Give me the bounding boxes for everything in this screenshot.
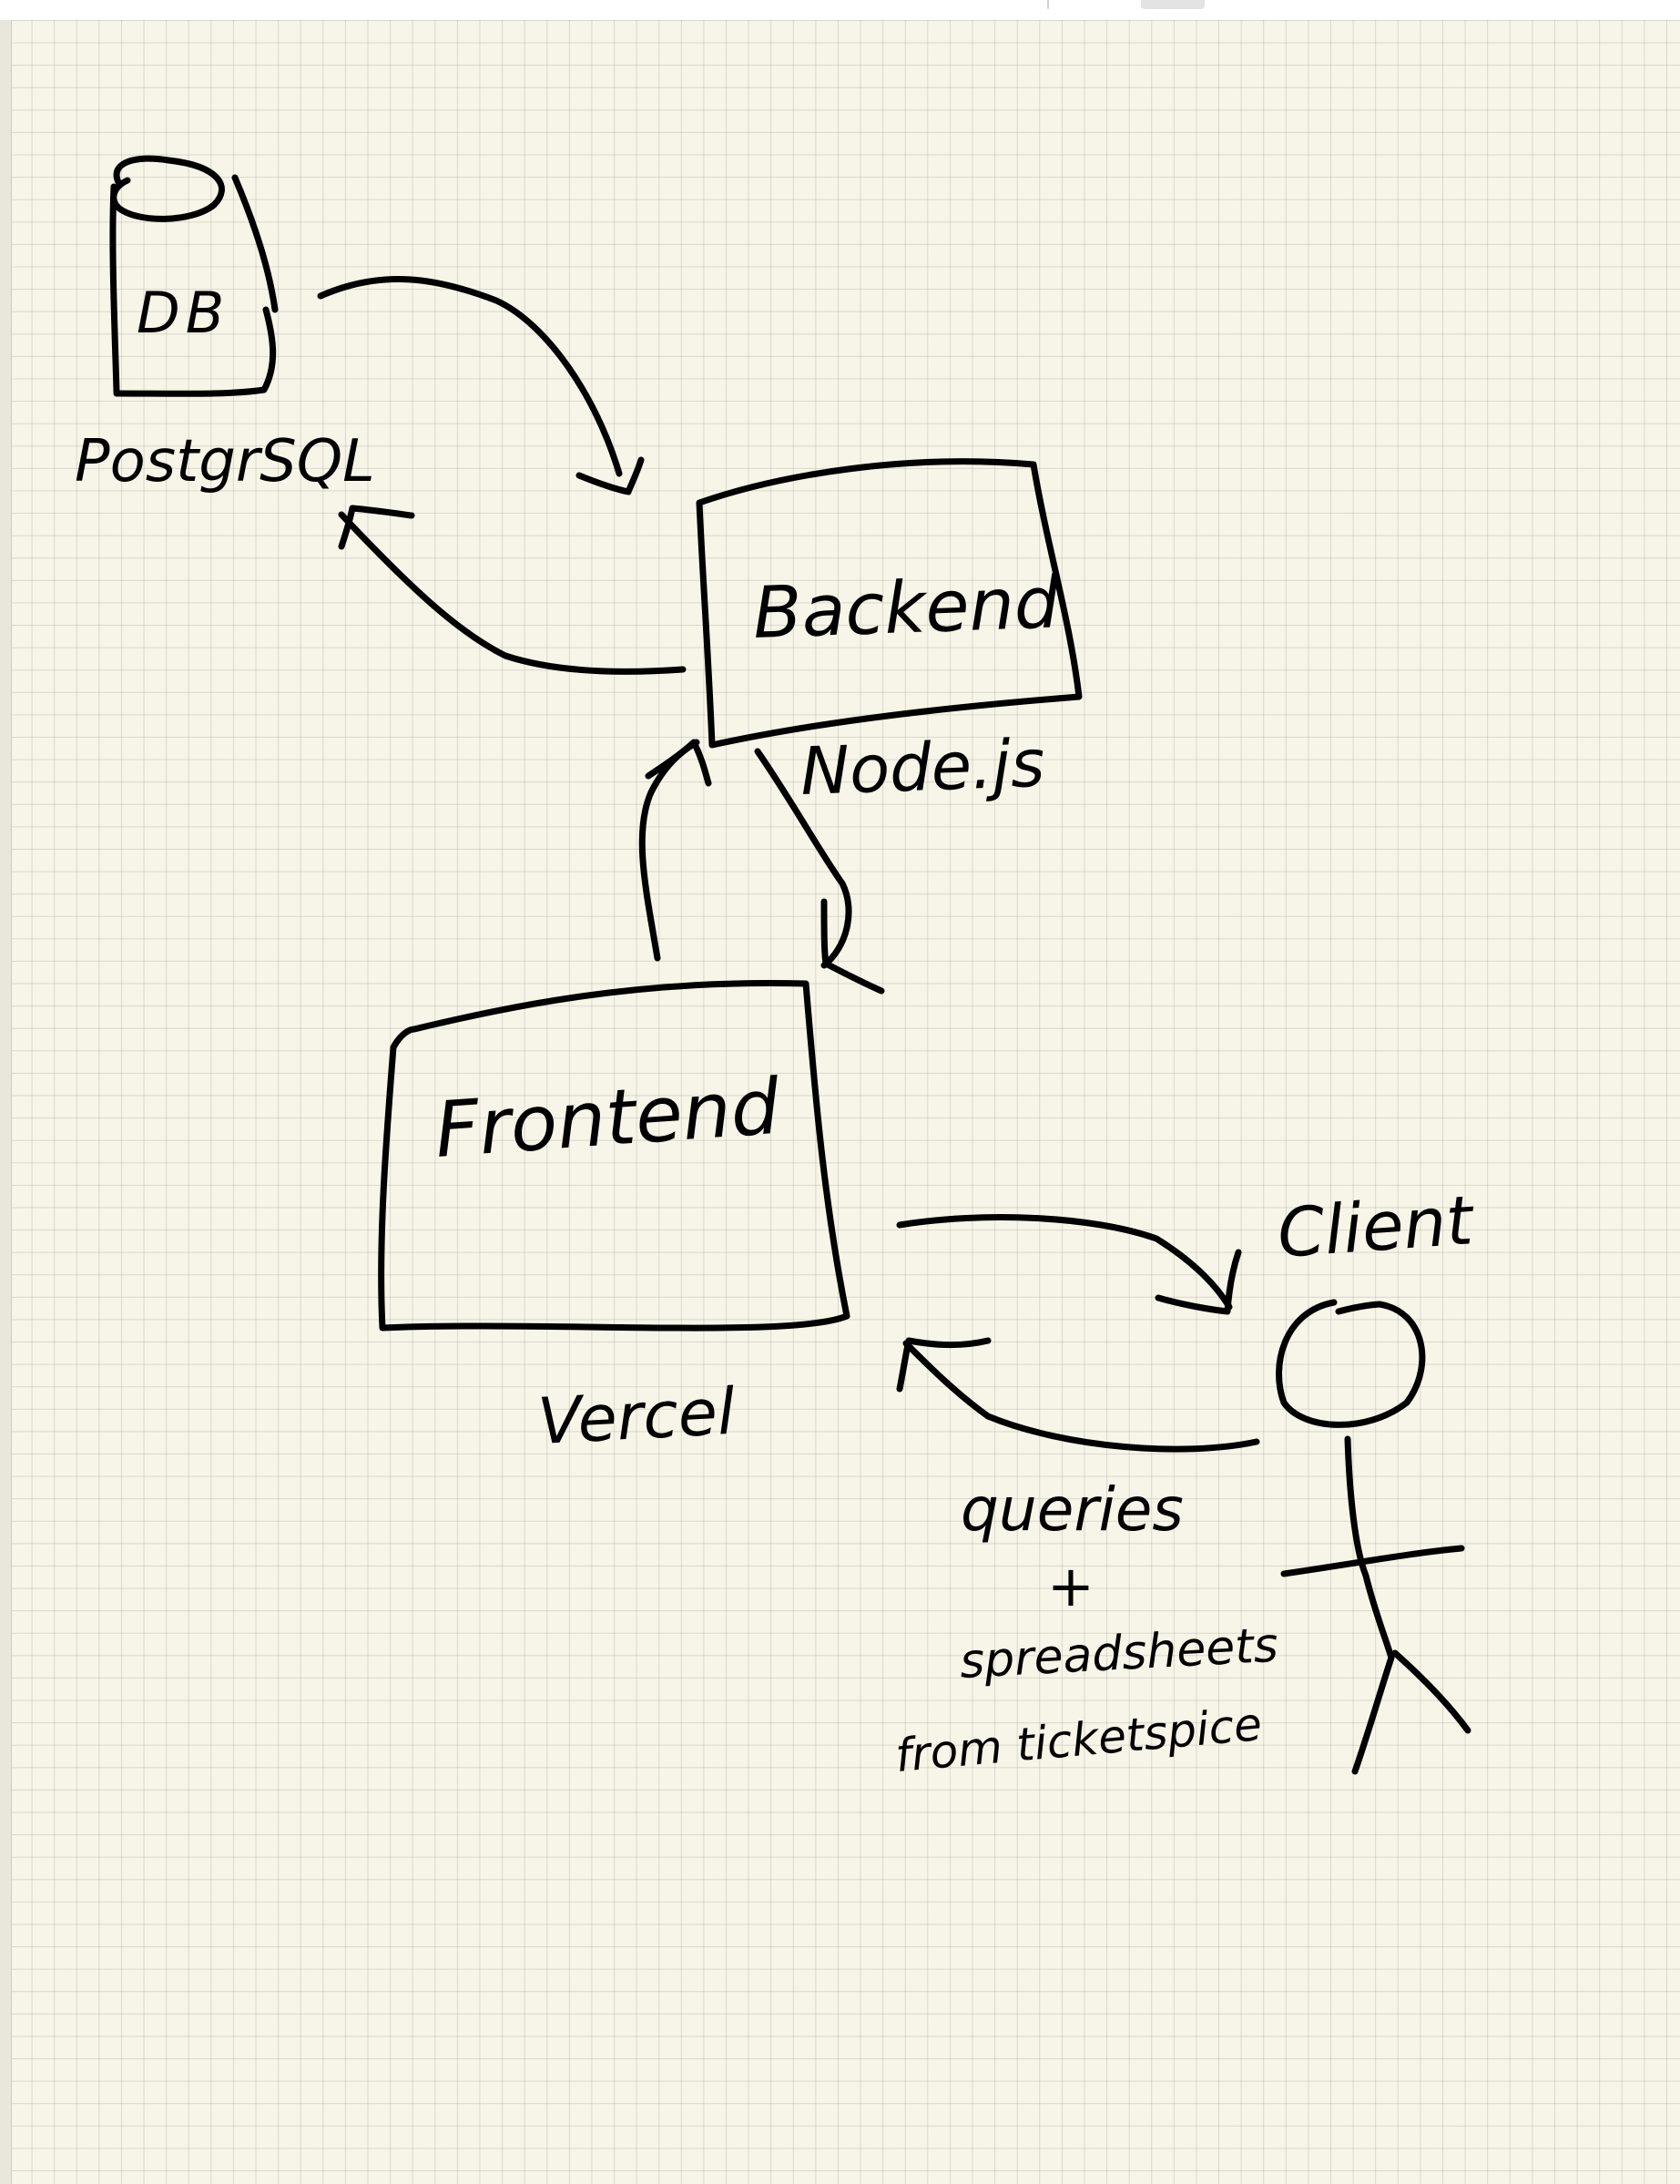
grid-paper-page	[0, 20, 1680, 2184]
arrow-client-to-frontend	[896, 1337, 1260, 1453]
client-node: Client	[1275, 1181, 1478, 1775]
client-note: queries + spreadsheets from ticketspice	[893, 1475, 1279, 1782]
page-left-edge	[0, 20, 12, 2184]
db-cylinder-top	[110, 155, 225, 222]
backend-label: Backend	[752, 562, 1062, 655]
db-label: DB	[137, 280, 229, 346]
client-body	[1344, 1435, 1395, 1661]
backend-node: Backend Node.js	[696, 458, 1083, 810]
db-cylinder-right	[231, 174, 279, 313]
note-line-from: from ticketspice	[893, 1698, 1264, 1782]
note-line-spreadsheets: spreadsheets	[959, 1618, 1280, 1689]
arrow-backend-to-frontend	[754, 748, 885, 995]
client-label: Client	[1275, 1181, 1478, 1273]
arrow-db-to-backend	[317, 276, 645, 495]
toolbar-divider	[1047, 0, 1049, 9]
toolbar-tab[interactable]	[1141, 0, 1205, 9]
arrow-frontend-to-client	[896, 1214, 1242, 1315]
client-right-leg	[1391, 1649, 1471, 1734]
db-node: DB PostgrSQL	[75, 155, 375, 495]
arrow-frontend-to-backend	[638, 739, 712, 962]
arrow-backend-to-db	[338, 505, 687, 675]
frontend-box	[378, 979, 850, 1332]
client-head	[1276, 1299, 1426, 1428]
db-cylinder-bottom	[113, 306, 277, 397]
frontend-caption: Vercel	[536, 1374, 738, 1459]
client-left-leg	[1351, 1654, 1395, 1775]
backend-caption: Node.js	[799, 725, 1046, 810]
db-caption: PostgrSQL	[75, 428, 375, 495]
note-line-queries: queries	[961, 1475, 1184, 1545]
client-arms	[1280, 1545, 1465, 1577]
frontend-label: Frontend	[433, 1062, 783, 1175]
db-cylinder-left	[109, 183, 120, 395]
note-line-plus: +	[1047, 1553, 1095, 1619]
backend-box	[696, 458, 1083, 749]
frontend-node: Frontend Vercel	[378, 979, 850, 1459]
